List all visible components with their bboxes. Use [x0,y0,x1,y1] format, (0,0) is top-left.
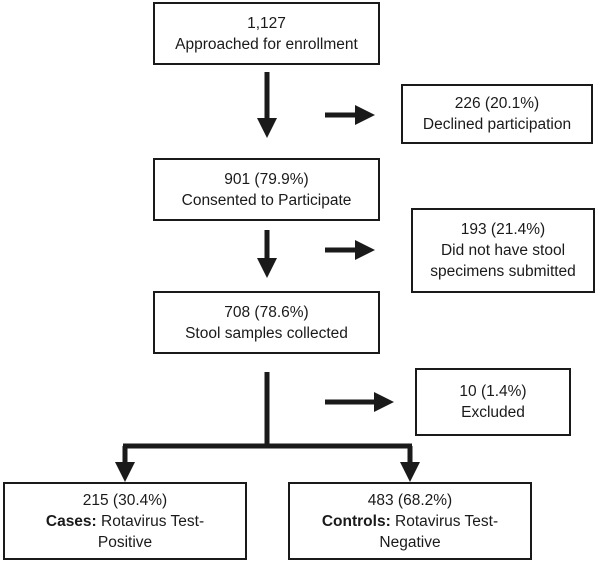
excluded-count: 10 (1.4%) [459,383,527,400]
cases-label-text: Rotavirus Test- [96,512,205,530]
box-excluded: 10 (1.4%) Excluded [415,368,571,436]
no-stool-label-line1: Did not have stool [440,242,566,259]
consented-label: Consented to Participate [181,191,352,209]
box-declined: 226 (20.1%) Declined participation [401,84,593,144]
box-cases: 215 (30.4%) Cases: Rotavirus Test- Posit… [3,482,247,560]
approached-count: 1,127 [247,14,286,32]
box-controls: 483 (68.2%) Controls: Rotavirus Test- Ne… [288,482,532,560]
box-consented: 901 (79.9%) Consented to Participate [153,158,380,221]
no-stool-count: 193 (21.4%) [460,221,546,238]
collected-count: 708 (78.6%) [224,303,309,321]
cases-count: 215 (30.4%) [82,491,168,509]
collected-label: Stool samples collected [185,324,348,342]
cases-label-line2: Positive [97,533,153,551]
controls-label-line2: Negative [379,533,441,551]
declined-count: 226 (20.1%) [454,95,540,112]
box-no-stool: 193 (21.4%) Did not have stool specimens… [411,208,595,293]
excluded-label: Excluded [461,404,525,421]
approached-label: Approached for enrollment [175,35,358,53]
cases-label-line1: Cases: Rotavirus Test- [46,511,204,532]
box-collected: 708 (78.6%) Stool samples collected [153,291,380,354]
consented-count: 901 (79.9%) [224,170,309,188]
controls-bold: Controls: [321,512,391,530]
cases-bold: Cases: [45,512,97,530]
controls-label-line1: Controls: Rotavirus Test- [322,511,498,532]
controls-label-text: Rotavirus Test- [390,512,499,530]
declined-label: Declined participation [422,116,572,133]
box-approached: 1,127 Approached for enrollment [153,2,380,65]
controls-count: 483 (68.2%) [367,491,453,509]
no-stool-label-line2: specimens submitted [430,263,576,280]
